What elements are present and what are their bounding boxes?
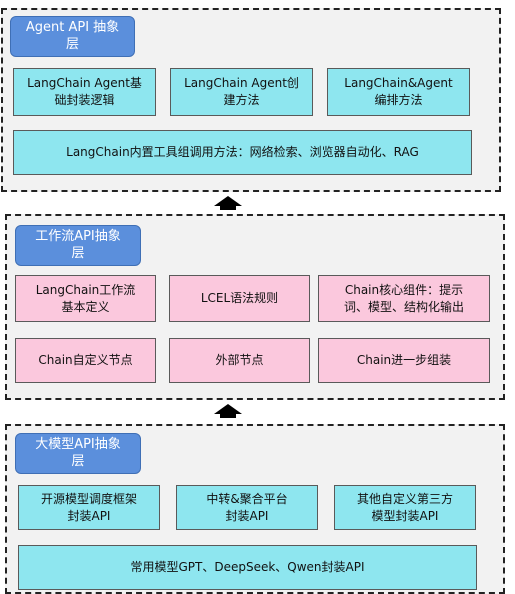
workflow-box-chain-core: Chain核心组件：提示 词、模型、结构化输出 [318,275,490,322]
model-layer-title: 大模型API抽象 层 [15,433,141,474]
agent-box-basic: LangChain Agent基 础封装逻辑 [13,68,156,116]
workflow-box-assembly: Chain进一步组装 [318,338,490,383]
workflow-box-custom-node: Chain自定义节点 [15,338,156,383]
agent-box-orchestrate: LangChain&Agent 编排方法 [327,68,470,116]
agent-box-tools: LangChain内置工具组调用方法：网络检索、浏览器自动化、RAG [13,130,472,175]
model-box-common: 常用模型GPT、DeepSeek、Qwen封装API [18,545,477,590]
up-arrow-2 [214,404,242,418]
model-box-relay: 中转&聚合平台 封装API [176,485,318,530]
workflow-box-external-node: 外部节点 [169,338,310,383]
workflow-box-lcel: LCEL语法规则 [169,275,310,322]
up-arrow-1 [214,196,242,210]
agent-box-create: LangChain Agent创 建方法 [170,68,313,116]
workflow-layer-title: 工作流API抽象 层 [15,225,141,266]
agent-layer-title: Agent API 抽象 层 [10,16,135,57]
model-box-thirdparty: 其他自定义第三方 模型封装API [334,485,476,530]
model-box-opensource: 开源模型调度框架 封装API [18,485,160,530]
workflow-box-definition: LangChain工作流 基本定义 [15,275,156,322]
